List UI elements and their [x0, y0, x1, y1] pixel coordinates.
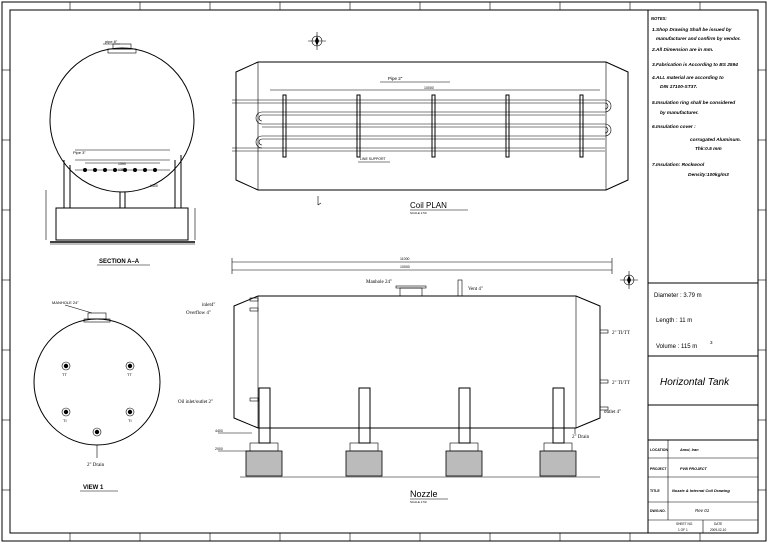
- title-row-value: Nozzle & Internal Coil Drawing: [672, 488, 730, 493]
- drain-view-label: 2" Drain: [87, 463, 105, 468]
- note-line: 6.Insulation cover :: [652, 124, 696, 130]
- title-row-label: PROJECT: [650, 467, 667, 471]
- note-line: DIN 17100-ST37.: [660, 84, 697, 90]
- note-line: 3.Fabrication is According to BS 2594: [652, 62, 738, 68]
- height-dim-1: 4400: [215, 429, 223, 433]
- note-line: Thk:0.5 mm: [695, 146, 722, 152]
- saddle-support: [245, 387, 283, 477]
- pipe3-label: Pipe 3": [73, 150, 86, 155]
- north-arrow-icon: [620, 271, 638, 289]
- manhole-view-label: MANHOLE 24": [52, 300, 79, 305]
- tt-label: TT: [62, 372, 67, 377]
- coil-length-dim: 10000: [424, 86, 434, 90]
- view-1: MANHOLE 24" TT TT TI TI 2" Drain VIEW 1: [33, 300, 161, 492]
- north-arrow-icon: [308, 32, 326, 50]
- nozzle-title: Nozzle: [410, 489, 438, 499]
- note-line: corrugated Aluminum.: [690, 137, 741, 143]
- length-spec: Length : 11 m: [656, 318, 692, 324]
- oil-inlet-label: Oil inlet/outlet 2": [178, 400, 213, 405]
- note-line: 5.Insulation ring shall be considered: [652, 100, 736, 106]
- diameter-spec: Diameter : 3.79 m: [654, 293, 702, 299]
- shell-length-dim: 10000: [400, 265, 410, 269]
- tt2-label: 2" TI/TT: [612, 381, 630, 386]
- title-row-label: LOCATION: [650, 448, 668, 452]
- notes-block: NOTES: 1.Shop Drawing Shall be issued by…: [651, 16, 741, 178]
- overflow-label: Overflow 4": [186, 311, 211, 316]
- title-row-value: Amol, Iran: [679, 448, 699, 452]
- section-a-a-title: SECTION A–A: [99, 259, 140, 265]
- footer-cell: 2009-02-10: [710, 528, 727, 532]
- title-row-value: PVB PROJECT: [680, 467, 707, 471]
- footer-cell: DATE: [714, 522, 722, 526]
- specs-block: Diameter : 3.79 m Length : 11 m Volume :…: [654, 293, 713, 350]
- dim-1500: 1500: [150, 184, 158, 188]
- note-line: 1.Shop Drawing Shall be issued by: [652, 27, 732, 33]
- tt-label: TT: [127, 372, 132, 377]
- ti-label: TI: [63, 418, 67, 423]
- dim-1350: 1350: [118, 168, 126, 172]
- saddle-support: [345, 387, 383, 477]
- vent-label: Vent 4": [468, 287, 483, 292]
- title-row-label: TITLE: [650, 489, 660, 493]
- footer-cell: SHEET NO.: [676, 522, 693, 526]
- manhole-label: Manhole 24": [366, 280, 392, 285]
- note-line: 7.Insulation: Rockwool: [652, 162, 705, 168]
- ti-label: TI: [128, 418, 132, 423]
- note-line: 4.ALL material are according to: [651, 75, 724, 81]
- note-line: manufacturer and confirm by vendor.: [656, 36, 741, 42]
- title-row-value: Rev 01: [695, 508, 710, 513]
- coil-plan-view: Pipe 2" 10000 LINE SUPPORT Coil PL: [232, 61, 629, 215]
- note-line: by manufacturer.: [660, 110, 699, 116]
- volume-superscript: 3: [710, 340, 713, 345]
- note-line: Density:100kg/m3: [688, 172, 729, 178]
- notes-heading: NOTES:: [651, 16, 667, 21]
- line-support-label: LINE SUPPORT: [360, 157, 386, 161]
- title-panel: [647, 10, 758, 533]
- coil-plan-scale: SCALE 1:50: [410, 211, 427, 215]
- section-top-pipe-label: pipe 8": [105, 39, 118, 44]
- title-block: LOCATION Amol, Iran PROJECT PVB PROJECT …: [650, 448, 730, 532]
- overall-length-dim: 11000: [400, 257, 410, 261]
- outlet-label: outlet 4": [604, 410, 621, 415]
- volume-spec: Volume : 115 m: [656, 344, 697, 350]
- nozzle-scale: SCALE 1:50: [410, 500, 427, 504]
- tt1-label: 2" TI/TT: [612, 331, 630, 336]
- drain-side-label: 2" Drain: [572, 435, 590, 440]
- drawing-title: Horizontal Tank: [660, 377, 730, 388]
- inlet-label: inlet4": [202, 303, 215, 308]
- saddle-support: [539, 387, 577, 477]
- nozzle-view: 11000 10000 Manhole 24" Vent 4" inlet4" …: [178, 257, 630, 504]
- coil-pipe-label: Pipe 2": [388, 76, 403, 81]
- footer-cell: 1 OF 1: [678, 528, 688, 532]
- title-row-label: DWG.NO.: [650, 509, 666, 513]
- note-line: 2.All Dimension are in mm.: [651, 47, 713, 53]
- height-dim-2: 2000: [215, 447, 223, 451]
- coil-plan-title: Coil PLAN: [410, 201, 447, 210]
- view-1-title: VIEW 1: [83, 485, 104, 491]
- dim-1590: 1590: [118, 162, 126, 166]
- section-a-a-view: pipe 8" Pipe 3" 1590 1350 1500 SECTION A…: [45, 39, 196, 266]
- saddle-support: [445, 387, 483, 477]
